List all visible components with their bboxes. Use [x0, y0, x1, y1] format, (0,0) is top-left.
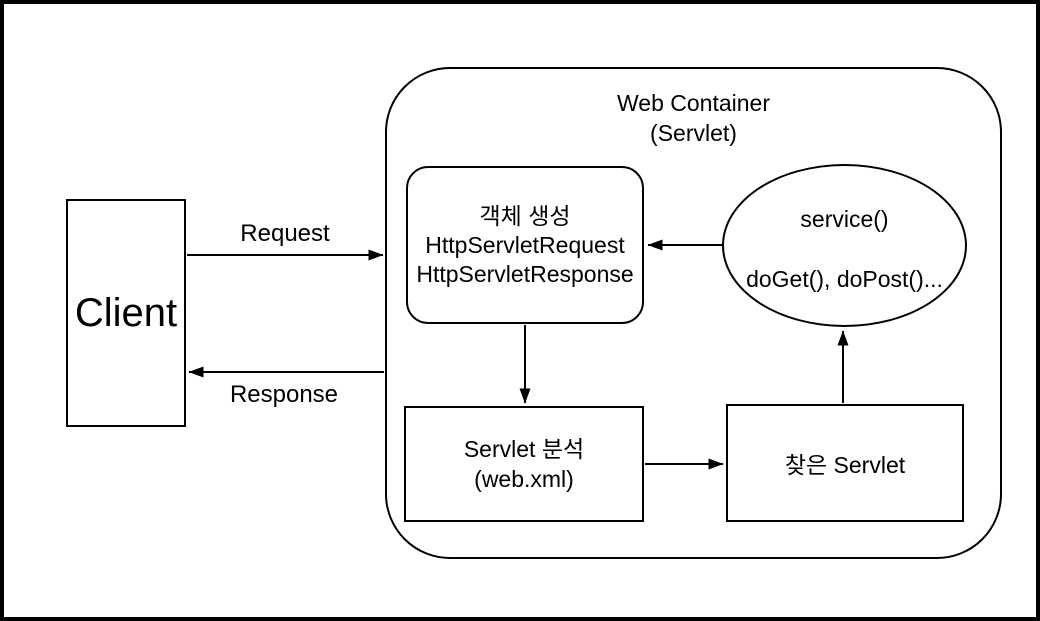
client-label: Client: [74, 290, 178, 335]
service-line2: doGet(), doPost()...: [746, 266, 943, 292]
web-container-node: Web Container (Servlet): [385, 67, 1002, 559]
servlet-analysis-node: Servlet 분석 (web.xml): [404, 406, 644, 522]
service-node: service() doGet(), doPost()...: [722, 164, 967, 327]
object-creation-node: 객체 생성 HttpServletRequest HttpServletResp…: [406, 166, 644, 324]
servlet-analysis-line2: (web.xml): [474, 466, 574, 492]
web-container-title-line1: Web Container: [617, 90, 770, 116]
service-line1: service(): [800, 206, 889, 232]
servlet-analysis-line1: Servlet 분석: [463, 436, 585, 462]
found-servlet-node: 찾은 Servlet: [726, 404, 964, 522]
response-arrow-label: Response: [229, 381, 339, 408]
client-node: Client: [66, 199, 186, 427]
object-creation-line2: HttpServletRequest: [425, 231, 625, 258]
object-creation-line3: HttpServletResponse: [416, 260, 634, 287]
found-servlet-label: 찾은 Servlet: [784, 452, 906, 478]
web-container-title-line2: (Servlet): [650, 120, 737, 146]
request-arrow-label: Request: [240, 220, 330, 247]
object-creation-line1: 객체 생성: [479, 202, 571, 229]
web-container-title: Web Container (Servlet): [387, 88, 1000, 148]
